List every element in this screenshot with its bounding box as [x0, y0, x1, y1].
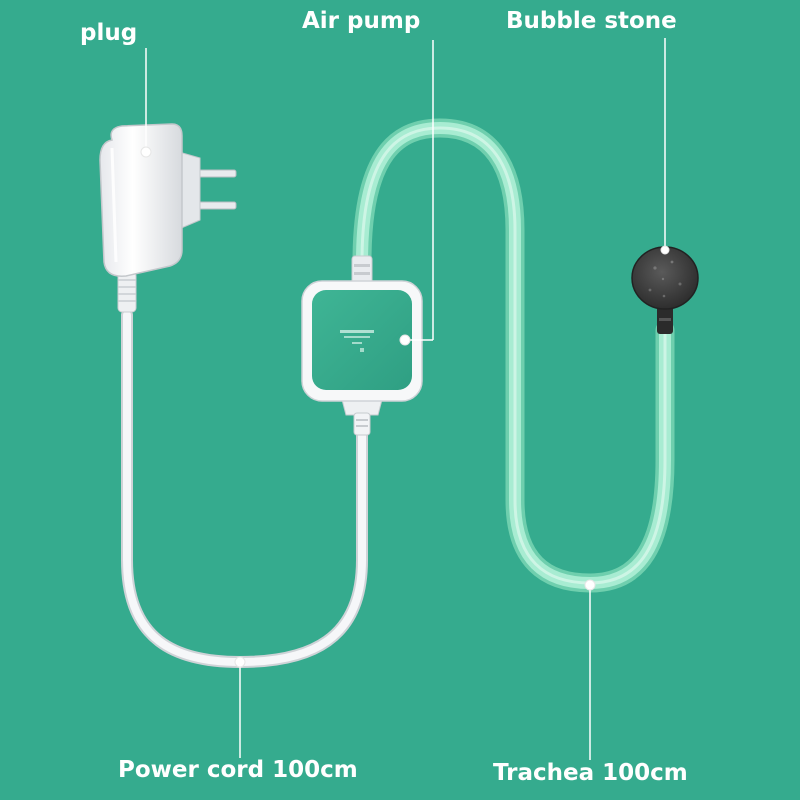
leader-lines [145, 38, 666, 760]
air-pump [301, 255, 423, 436]
label-bubble-stone: Bubble stone [506, 8, 677, 34]
plug [99, 123, 237, 313]
leader-markers [140, 146, 670, 668]
label-trachea: Trachea 100cm [493, 760, 688, 786]
label-power-cord: Power cord 100cm [118, 757, 358, 783]
bubble-stone [631, 246, 699, 334]
label-plug: plug [80, 20, 138, 46]
air-tube [352, 118, 675, 593]
label-air-pump: Air pump [302, 8, 421, 34]
pump-logo-mark [340, 330, 374, 352]
